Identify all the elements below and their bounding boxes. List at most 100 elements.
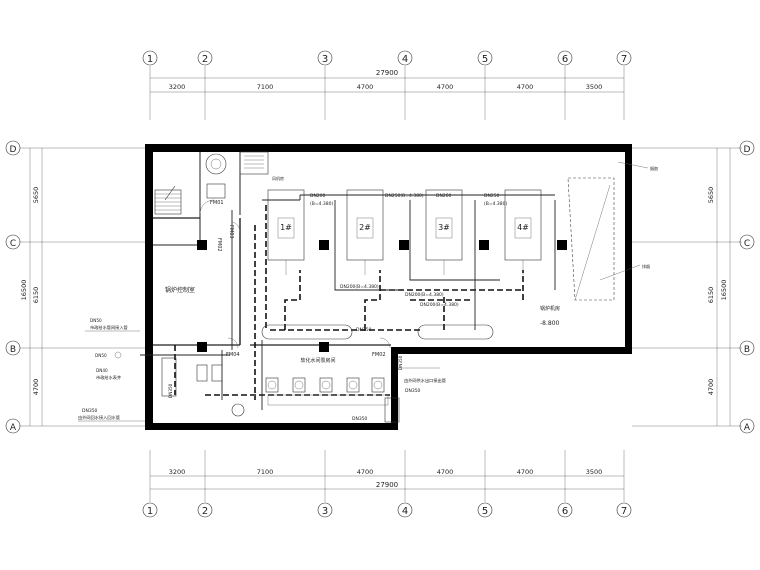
pipe-dn350-1: DN350 xyxy=(356,327,372,333)
right-axis-A: A xyxy=(739,418,755,434)
pipes-solid xyxy=(140,194,556,410)
bottom-axis-6: 6 xyxy=(557,502,573,518)
pipe-dn350-3: DN350 xyxy=(398,355,403,370)
left-dim-1: 5650 xyxy=(32,187,40,204)
header-manifold xyxy=(261,324,494,406)
top-dim-5: 4700 xyxy=(517,83,534,91)
boiler-3: 3# xyxy=(425,189,463,275)
right-dim-2: 6150 xyxy=(707,287,715,304)
top-axis-7-label: 7 xyxy=(621,54,627,65)
room-boiler: 锅炉机房 xyxy=(540,305,560,312)
bottom-dim-3: 4700 xyxy=(357,468,374,476)
bottom-total-dim: 27900 xyxy=(376,481,398,489)
left-total-dim: 16500 xyxy=(20,280,28,301)
pipe-dn350-2: DN350 xyxy=(352,416,368,422)
bottom-axis-2: 2 xyxy=(197,502,213,518)
bottom-axis-6-label: 6 xyxy=(562,506,568,517)
chimney-note: 烟囱 xyxy=(650,165,658,171)
right-axis-B: B xyxy=(739,340,755,356)
top-dim-4: 4700 xyxy=(437,83,454,91)
bottom-dim-4: 4700 xyxy=(437,468,454,476)
top-axis-6: 6 xyxy=(557,50,573,66)
top-axis-2: 2 xyxy=(197,50,213,66)
top-axis-3-label: 3 xyxy=(322,54,328,65)
right-axis-D: D xyxy=(739,140,755,156)
pipe-dn350-4: DN350 xyxy=(168,383,173,398)
right-dim-3: 4700 xyxy=(707,379,715,396)
right-dim-1: 5650 xyxy=(707,187,715,204)
pipe-dn200b-3: DN200(B=4.380) xyxy=(420,302,459,308)
left-axis-A-label: A xyxy=(10,423,17,433)
building-outer-wall xyxy=(145,144,632,430)
left-axis-C: C xyxy=(5,234,21,250)
bottom-axis-4-label: 4 xyxy=(402,506,408,517)
top-axis-4: 4 xyxy=(397,50,413,66)
boiler-3-label: 3# xyxy=(438,223,450,232)
top-dim-3: 4700 xyxy=(357,83,374,91)
exhaust-units: 风机房 xyxy=(205,151,284,199)
door-fm03: FM03 xyxy=(228,225,234,239)
right-axis-B-label: B xyxy=(744,345,750,355)
top-dim-1: 3200 xyxy=(169,83,186,91)
top-axis-6-label: 6 xyxy=(562,54,568,65)
note-inlet: 市政给水管网接入管 xyxy=(90,324,128,331)
supply-size: DN350 xyxy=(405,388,421,394)
boiler-4-label: 4# xyxy=(517,223,529,232)
left-axis-B-label: B xyxy=(10,345,16,355)
boiler-2-label: 2# xyxy=(359,223,371,232)
right-axis-C: C xyxy=(739,234,755,250)
right-axis-A-label: A xyxy=(744,423,751,433)
top-dim-6: 3500 xyxy=(586,83,603,91)
bottom-axis-3: 3 xyxy=(317,502,333,518)
door-fm02-b: FM02 xyxy=(372,352,386,358)
boiler-2: 2# xyxy=(346,189,384,275)
top-axis-3: 3 xyxy=(317,50,333,66)
note-inlet-size: DN50 xyxy=(90,318,102,323)
supply-note: 由外网供水出口接出管 DN350 DN350 xyxy=(168,355,446,398)
bottom-dim-1: 3200 xyxy=(169,468,186,476)
bottom-axis-2-label: 2 xyxy=(202,506,208,517)
left-notes: DN50 市政给水管网接入管 DN50 DN40 市政给水表井 由外网回水接入回… xyxy=(78,318,145,422)
right-grid-axes: D C B A 5650 6150 4700 16500 xyxy=(632,140,755,434)
top-axis-4-label: 4 xyxy=(402,54,408,65)
left-axis-D: D xyxy=(5,140,21,156)
note-supply: 由外网供水出口接出管 xyxy=(404,377,446,384)
return-in-size: DN350 xyxy=(82,408,98,414)
pumps xyxy=(161,357,400,423)
elevation-label: -8.800 xyxy=(540,320,560,327)
pipe-b4380-1: (B=4.380) xyxy=(310,201,333,207)
right-total-dim: 16500 xyxy=(720,280,728,301)
right-axis-D-label: D xyxy=(744,145,751,155)
pipe-dn50: DN50 xyxy=(95,353,107,358)
flue-area: 排烟 烟囱 xyxy=(567,161,658,301)
right-axis-C-label: C xyxy=(744,239,750,249)
bottom-dim-2: 7100 xyxy=(257,468,274,476)
door-fm04: FM04 xyxy=(226,352,240,358)
top-axis-2-label: 2 xyxy=(202,54,208,65)
bottom-dim-6: 3500 xyxy=(586,468,603,476)
bottom-axis-4: 4 xyxy=(397,502,413,518)
top-axis-1-label: 1 xyxy=(147,54,153,65)
left-axis-B: B xyxy=(5,340,21,356)
top-total-dim: 27900 xyxy=(376,69,398,77)
bottom-axis-7: 7 xyxy=(616,502,632,518)
bottom-axis-1-label: 1 xyxy=(147,506,153,517)
door-fm02: FM02 xyxy=(216,238,222,252)
bottom-axis-7-label: 7 xyxy=(621,506,627,517)
pipe-b4380-2: (B=4.380) xyxy=(484,201,507,207)
top-axis-7: 7 xyxy=(616,50,632,66)
note-meter-well: 市政给水表井 xyxy=(96,374,121,381)
bottom-axis-3-label: 3 xyxy=(322,506,328,517)
room-pump: 软化水间泵房间 xyxy=(300,357,335,364)
room-control: 锅炉控制室 xyxy=(165,286,195,294)
pipe-dn200b-2: DN200(B=4.380) xyxy=(405,292,444,298)
boiler-1-label: 1# xyxy=(280,223,292,232)
bottom-dim-5: 4700 xyxy=(517,468,534,476)
left-axis-D-label: D xyxy=(10,145,17,155)
stairs xyxy=(154,185,182,215)
top-axis-5: 5 xyxy=(477,50,493,66)
note-meter: DN40 xyxy=(96,368,108,373)
exhaust-label: 风机房 xyxy=(272,175,284,181)
pipe-dn250-2: DN250 xyxy=(484,193,500,199)
